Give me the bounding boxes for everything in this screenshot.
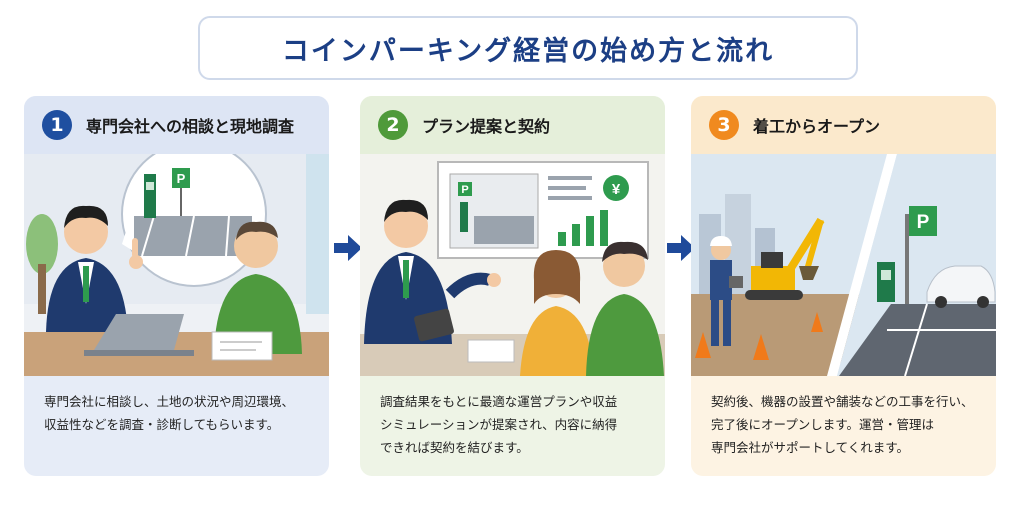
step-number-badge: 2 xyxy=(378,110,408,140)
arrow-right-icon xyxy=(667,235,695,261)
step-title: 専門会社への相談と現地調査 xyxy=(86,117,295,136)
yen-icon: ¥ xyxy=(612,181,621,198)
step-title: 着工からオープン xyxy=(753,117,881,136)
step-title: プラン提案と契約 xyxy=(422,117,551,136)
step-number-badge: 3 xyxy=(709,110,739,140)
desc-line: 専門会社がサポートしてくれます。 xyxy=(711,440,910,455)
desc-line: 契約後、機器の設置や舗装などの工事を行い、 xyxy=(711,394,974,409)
proposal-illustration: P ¥ xyxy=(360,154,665,376)
step-description: 専門会社に相談し、土地の状況や周辺環境、 収益性などを調査・診断してもらいます。 xyxy=(24,376,329,476)
step-card-1: 1 専門会社への相談と現地調査 P xyxy=(24,96,329,476)
step-card-3: 3 着工からオープン xyxy=(691,96,996,476)
desc-line: できれば契約を結びます。 xyxy=(380,440,529,455)
step-description: 調査結果をもとに最適な運営プランや収益 シミュレーションが提案され、内容に納得 … xyxy=(360,376,665,476)
desc-line: 専門会社に相談し、土地の状況や周辺環境、 xyxy=(44,394,295,409)
desc-line: 調査結果をもとに最適な運営プランや収益 xyxy=(380,394,618,409)
desc-line: シミュレーションが提案され、内容に納得 xyxy=(380,417,618,432)
desc-line: 収益性などを調査・診断してもらいます。 xyxy=(44,417,280,432)
parking-sign-label: P xyxy=(917,212,930,233)
step-header: 3 着工からオープン xyxy=(691,96,996,154)
title-banner: コインパーキング経営の始め方と流れ xyxy=(198,16,858,80)
construction-opening-illustration: P xyxy=(691,154,996,376)
parking-sign-label: P xyxy=(461,184,468,196)
step-card-2: 2 プラン提案と契約 P ¥ xyxy=(360,96,665,476)
arrow-right-icon xyxy=(334,235,362,261)
parking-sign-label: P xyxy=(177,171,186,186)
consultation-illustration: P xyxy=(24,154,329,376)
step-description: 契約後、機器の設置や舗装などの工事を行い、 完了後にオープンします。運営・管理は… xyxy=(691,376,996,476)
step-number-badge: 1 xyxy=(42,110,72,140)
step-header: 1 専門会社への相談と現地調査 xyxy=(24,96,329,154)
page-title: コインパーキング経営の始め方と流れ xyxy=(281,35,775,67)
desc-line: 完了後にオープンします。運営・管理は xyxy=(711,417,935,432)
step-header: 2 プラン提案と契約 xyxy=(360,96,665,154)
